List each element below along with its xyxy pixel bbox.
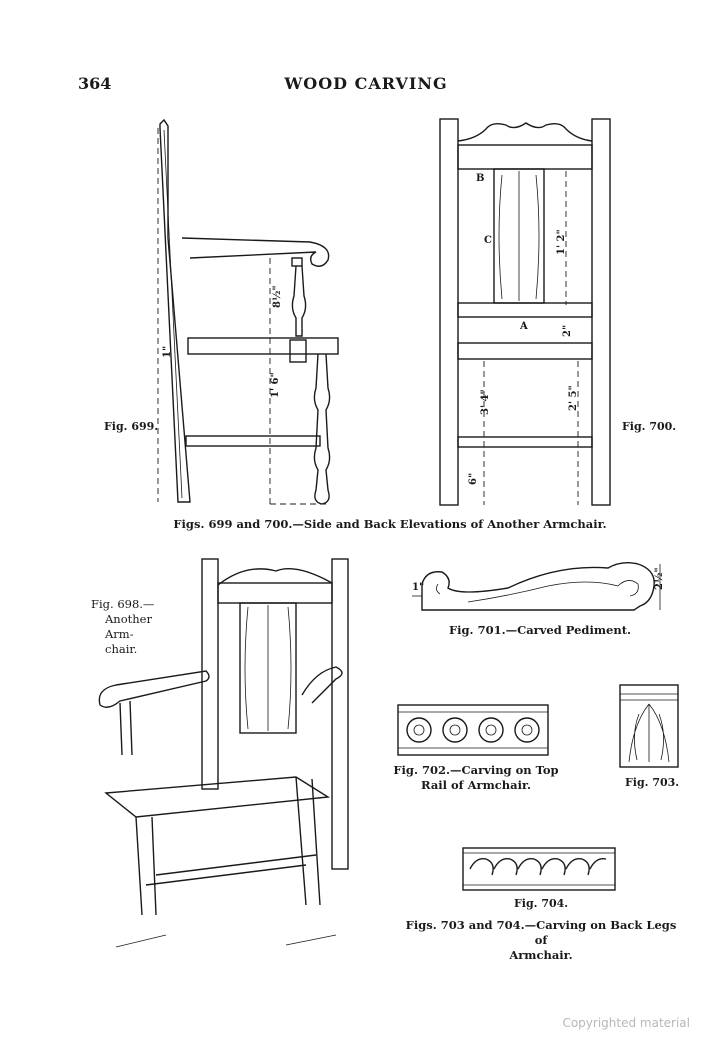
dim-letter-a: A — [519, 321, 528, 332]
fig-702-caption-line-2: Rail of Armchair. — [421, 778, 531, 792]
dim-pediment-left: 1" — [412, 582, 424, 593]
copyright-notice: Copyrighted material — [562, 1016, 690, 1030]
fig-703-label: Fig. 703. — [625, 776, 680, 789]
page-number: 364 — [78, 74, 112, 93]
fig-698-armchair — [98, 558, 349, 948]
dim-letter-b: B — [476, 173, 484, 184]
fig-698-caption: Fig. 698.— Another Arm- chair. — [91, 597, 161, 657]
caption-figs-703-704-line-1: Figs. 703 and 704.—Carving on Back Legs … — [405, 918, 677, 947]
fig-704-label: Fig. 704. — [514, 897, 569, 910]
fig-703-back-leg-carving — [619, 684, 679, 768]
fig-700-label: Fig. 700. — [622, 420, 677, 433]
dim-seat-to-floor: 3' 4" — [480, 389, 491, 415]
fig-699-label: Fig. 699. — [104, 420, 159, 433]
dim-seat-thick: 1" — [162, 346, 173, 358]
caption-figs-699-700: Figs. 699 and 700.—Side and Back Elevati… — [173, 517, 607, 531]
fig-698-caption-line-4: chair. — [105, 642, 138, 656]
dim-splat: 1' 2" — [556, 229, 567, 255]
dim-arm-height: 8½" — [272, 285, 283, 308]
fig-702-top-rail-carving — [397, 704, 549, 756]
dim-letter-c: C — [484, 235, 492, 246]
dim-seat-height: 1' 6" — [270, 372, 281, 398]
fig-701-carved-pediment: 1" 2½" — [412, 561, 665, 611]
dim-pediment-right: 2½" — [654, 567, 665, 590]
caption-figs-703-704-line-2: Armchair. — [509, 948, 573, 962]
fig-701-caption: Fig. 701.—Carved Pediment. — [448, 623, 632, 637]
fig-700-back-elevation: B C A 1' 2" 2" 3' 4" 2' 5" 6" — [439, 118, 611, 506]
fig-702-caption-line-1: Fig. 702.—Carving on Top — [393, 763, 559, 777]
fig-704-back-leg-carving — [462, 847, 616, 891]
running-title: WOOD CARVING — [284, 74, 448, 93]
dim-rail: 2" — [562, 325, 573, 337]
fig-698-caption-line-2: Another — [105, 612, 152, 626]
fig-698-caption-line-1: Fig. 698.— — [91, 597, 155, 611]
fig-699-side-elevation: 8½" 1' 6" 1" — [157, 118, 339, 505]
dim-lower: 2' 5" — [568, 385, 579, 411]
fig-702-caption: Fig. 702.—Carving on Top Rail of Armchai… — [384, 763, 568, 793]
caption-figs-703-704: Figs. 703 and 704.—Carving on Back Legs … — [400, 918, 682, 963]
fig-698-caption-line-3: Arm- — [105, 627, 134, 641]
dim-foot: 6" — [468, 473, 479, 485]
